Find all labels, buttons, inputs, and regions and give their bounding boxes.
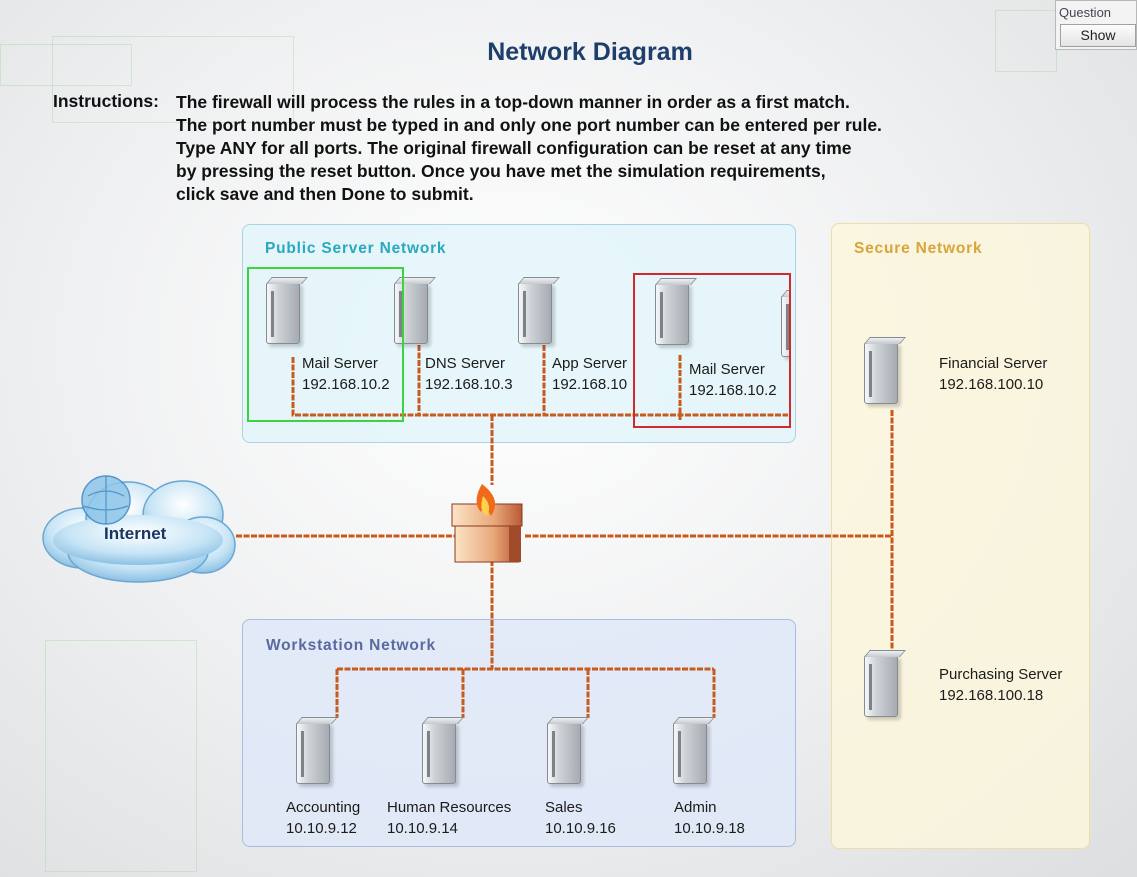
page-title: Network Diagram [487,38,693,66]
instruction-line: click save and then Done to submit. [176,184,474,204]
cloud-icon [42,475,236,583]
public-network-title: Public Server Network [265,240,447,257]
workstation-ip-label: 10.10.9.16 [545,820,616,837]
instruction-line: The port number must be typed in and onl… [176,115,882,135]
server-name-label: Financial Server [939,355,1048,372]
server-name-label: Mail Server [302,355,378,372]
server-ip-label: 192.168.10.2 [302,376,390,393]
server-ip-label: 192.168.10.3 [425,376,513,393]
question-label: Question [1059,5,1112,20]
workstation-ip-label: 10.10.9.18 [674,820,745,837]
firewall-icon[interactable] [447,476,533,568]
app-server-label-clip: App Server 192.168.10 [552,353,632,397]
server-icon [673,722,707,784]
internet-label: Internet [104,524,167,543]
workstation-name-label: Sales [545,799,583,816]
server-name-label: Mail Server [689,361,765,378]
secure-network-title: Secure Network [854,240,983,257]
instructions-label: Instructions: [53,91,159,111]
selected-server-highlight[interactable] [247,267,404,422]
server-icon [781,295,789,357]
link-mail-server [291,357,788,417]
server-icon [864,342,898,404]
server-icon [864,655,898,717]
server-name-label: DNS Server [425,355,506,372]
instructions-text: The firewall will process the rules in a… [176,91,1016,206]
background-frame [45,640,197,872]
question-panel: Question Show [1055,0,1137,50]
workstation-name-label: Human Resources [387,799,512,816]
workstation-name-label: Accounting [286,799,361,816]
server-ip-label: 192.168.100.10 [939,376,1044,393]
instruction-line: Type ANY for all ports. The original fir… [176,138,852,158]
instruction-line: The firewall will process the rules in a… [176,92,850,112]
server-ip-label: 192.168.10.2 [689,382,777,399]
instruction-line: by pressing the reset button. Once you h… [176,161,826,181]
workstation-ip-label: 10.10.9.14 [387,820,458,837]
workstation-name-label: Admin [674,799,717,816]
background-frame [52,36,294,123]
server-name-label: Purchasing Server [939,666,1063,683]
server-icon [655,283,689,345]
zoomed-server-highlight[interactable]: Mail Server 192.168.10.2 [633,273,791,428]
server-icon [547,722,581,784]
server-ip-label: 192.168.100.18 [939,687,1044,704]
server-name-label: App Server [552,355,628,372]
workstation-ip-label: 10.10.9.12 [286,820,357,837]
background-frame [0,44,132,86]
server-icon [394,282,428,344]
server-ip-label: 192.168.10 [552,376,628,393]
workstation-network-title: Workstation Network [266,637,436,654]
server-icon [422,722,456,784]
show-question-button[interactable]: Show [1060,24,1136,47]
server-icon [296,722,330,784]
server-icon [518,282,552,344]
server-icon [266,282,300,344]
